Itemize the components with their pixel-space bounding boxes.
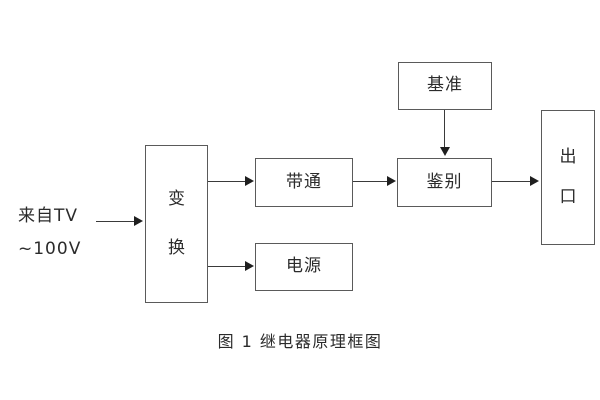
block-power[interactable]: 电源 bbox=[255, 243, 353, 291]
arrowhead-transform-to-bandpass bbox=[245, 176, 254, 186]
figure-caption: 图 1 继电器原理框图 bbox=[217, 332, 383, 351]
block-bandpass[interactable]: 带通 bbox=[255, 158, 353, 207]
arrowhead-transform-to-power bbox=[245, 261, 254, 271]
block-bandpass-label: 带通 bbox=[286, 171, 322, 192]
block-discriminate-label: 鉴别 bbox=[426, 171, 463, 192]
block-discriminate[interactable]: 鉴别 bbox=[397, 158, 492, 207]
connector-transform-to-power bbox=[208, 266, 247, 267]
block-reference[interactable]: 基准 bbox=[398, 62, 492, 110]
block-reference-label: 基准 bbox=[427, 75, 463, 96]
connector-discriminate-to-output bbox=[492, 181, 532, 182]
arrowhead-discriminate-to-output bbox=[530, 176, 539, 186]
connector-input-to-transform bbox=[96, 221, 136, 222]
block-transform-char1: 变 bbox=[168, 188, 185, 209]
block-transform-char2: 换 bbox=[168, 238, 185, 259]
block-output-char1: 出 bbox=[559, 146, 577, 167]
block-output-char2: 口 bbox=[559, 187, 577, 208]
arrowhead-reference-to-discriminate bbox=[440, 147, 450, 156]
connector-transform-to-bandpass bbox=[208, 181, 247, 182]
connector-reference-to-discriminate bbox=[444, 110, 445, 149]
connector-bandpass-to-discriminate bbox=[353, 181, 389, 182]
block-transform[interactable]: 变 换 bbox=[145, 145, 208, 303]
block-power-label: 电源 bbox=[286, 256, 322, 277]
arrowhead-bandpass-to-discriminate bbox=[387, 176, 396, 186]
arrowhead-input-to-transform bbox=[134, 216, 143, 226]
input-source-label-line2: ~100V bbox=[18, 239, 82, 259]
block-output[interactable]: 出 口 bbox=[541, 110, 595, 245]
input-source-label-line1: 来自TV bbox=[18, 206, 79, 226]
